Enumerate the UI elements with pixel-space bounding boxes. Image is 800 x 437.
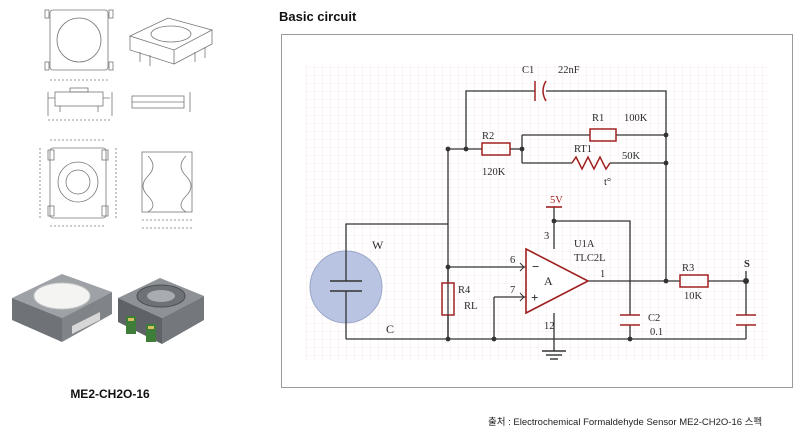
r1-value: 100K <box>624 113 648 124</box>
pin-3-label: 3 <box>544 231 549 242</box>
amp-label: A <box>544 274 553 288</box>
resistor-r1 <box>589 128 617 142</box>
rt1-temperature-label: t° <box>604 177 611 188</box>
sensor-technical-drawings <box>39 9 214 229</box>
resistor-r2 <box>481 142 511 156</box>
circuit-diagram-frame: C1 22nF R1 100K R2 120K RT1 50K t° 5V U1… <box>281 34 793 388</box>
electrochemical-sensor <box>309 235 383 339</box>
inverting-input-sign: − <box>532 259 539 274</box>
non-inverting-input-sign: + <box>531 290 538 305</box>
rt1-value: 50K <box>622 151 641 162</box>
r3-value: 10K <box>684 291 703 302</box>
sensor-w-label: W <box>372 238 384 252</box>
sensor-side-view-drawing <box>47 79 113 121</box>
pin-1-label: 1 <box>600 269 605 280</box>
r2-label: R2 <box>482 131 494 142</box>
sensor-top-view-drawing <box>44 9 114 71</box>
schematic-grid-background <box>306 65 768 361</box>
sensor-photo <box>12 274 204 344</box>
source-caption: 출처 : Electrochemical Formaldehyde Sensor… <box>488 417 763 428</box>
r3-label: R3 <box>682 263 694 274</box>
u1-label: U1A <box>574 239 595 250</box>
c1-label: C1 <box>522 65 534 76</box>
output-terminal-s <box>743 271 749 284</box>
rl-label: RL <box>464 301 477 312</box>
capacitor-c1 <box>534 80 547 102</box>
sensor-bottom-photo <box>118 278 204 344</box>
ground-symbol <box>542 350 566 360</box>
sensor-section-view-drawing <box>141 151 193 229</box>
c1-value: 22nF <box>558 65 580 76</box>
output-s-label: S <box>744 259 750 270</box>
circuit-junctions <box>445 132 749 342</box>
part-number-label: ME2-CH2O-16 <box>70 387 150 401</box>
sensor-top-photo <box>12 274 112 342</box>
u1-part-label: TLC2L <box>574 253 606 264</box>
pin-7-label: 7 <box>510 285 515 296</box>
c2-value: 0.1 <box>650 327 663 338</box>
supply-5v-label: 5V <box>550 195 563 206</box>
pin-6-label: 6 <box>510 255 515 266</box>
rt1-label: RT1 <box>574 144 592 155</box>
sensor-isometric-drawing <box>128 17 214 66</box>
r2-value: 120K <box>482 167 506 178</box>
capacitor-c2 <box>620 314 640 326</box>
basic-circuit-schematic: C1 22nF R1 100K R2 120K RT1 50K t° 5V U1… <box>306 65 768 361</box>
resistor-r3 <box>679 274 709 288</box>
sensor-bottom-view-drawing <box>39 139 117 227</box>
pin-12-label: 12 <box>544 321 555 332</box>
circuit-wires <box>345 90 747 351</box>
sensor-c-label: C <box>386 322 394 336</box>
op-amp-u1a <box>516 247 590 315</box>
sensor-end-view-drawing <box>131 92 191 112</box>
r1-label: R1 <box>592 113 604 124</box>
r4-label: R4 <box>458 285 471 296</box>
c2-label: C2 <box>648 313 660 324</box>
capacitor-output <box>736 314 756 326</box>
thermistor-rt1 <box>571 155 611 171</box>
circuit-title: Basic circuit <box>279 9 357 24</box>
